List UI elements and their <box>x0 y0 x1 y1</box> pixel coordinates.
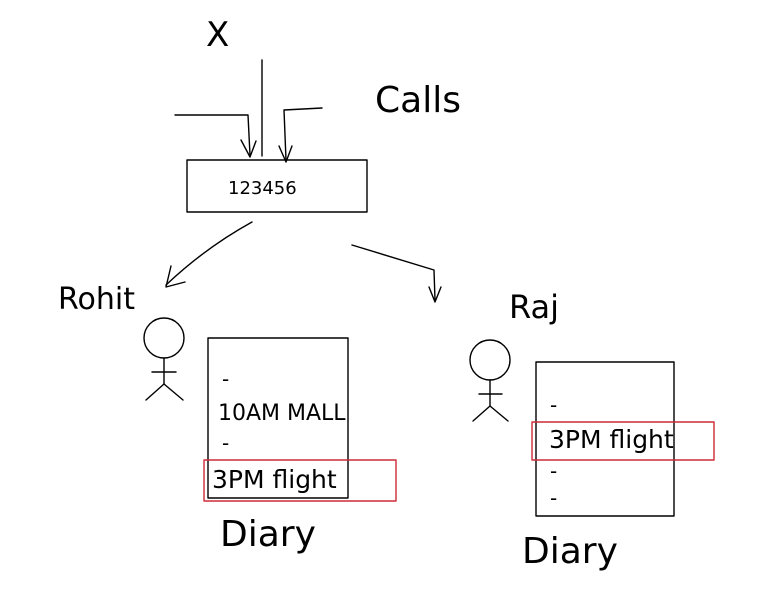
rohit-highlight-box <box>203 459 397 502</box>
incoming-call-arrow-left <box>174 114 257 158</box>
rohit-diary-entry-4: 3PM flight <box>212 465 337 494</box>
rohit-diary-entry-1: - <box>222 367 229 391</box>
rohit-diary-entry-3: - <box>222 431 229 455</box>
raj-diary-entry-4: - <box>550 486 557 510</box>
rohit-diary-entry-2: 10AM MALL <box>218 401 346 426</box>
raj-diary-box <box>535 361 675 517</box>
phone-box <box>186 159 368 213</box>
arrow-to-raj <box>351 244 442 303</box>
raj-name: Raj <box>509 288 559 326</box>
calls-label: Calls <box>375 80 461 121</box>
rohit-diary-box <box>207 337 349 499</box>
phone-number: 123456 <box>228 178 297 199</box>
raj-diary-entry-1: - <box>550 393 557 417</box>
rohit-diary-title: Diary <box>220 514 316 555</box>
rohit-name: Rohit <box>58 282 135 317</box>
caller-label: X <box>206 15 229 55</box>
raj-highlight-box <box>531 421 715 461</box>
raj-diary-title: Diary <box>522 531 618 572</box>
incoming-call-arrow-right <box>278 107 323 163</box>
raj-diary-entry-3: - <box>550 459 557 483</box>
rohit-stick-figure-icon <box>143 317 185 401</box>
raj-stick-figure-icon <box>469 339 511 422</box>
raj-diary-entry-2: 3PM flight <box>549 425 674 454</box>
arrow-to-rohit <box>165 221 253 288</box>
